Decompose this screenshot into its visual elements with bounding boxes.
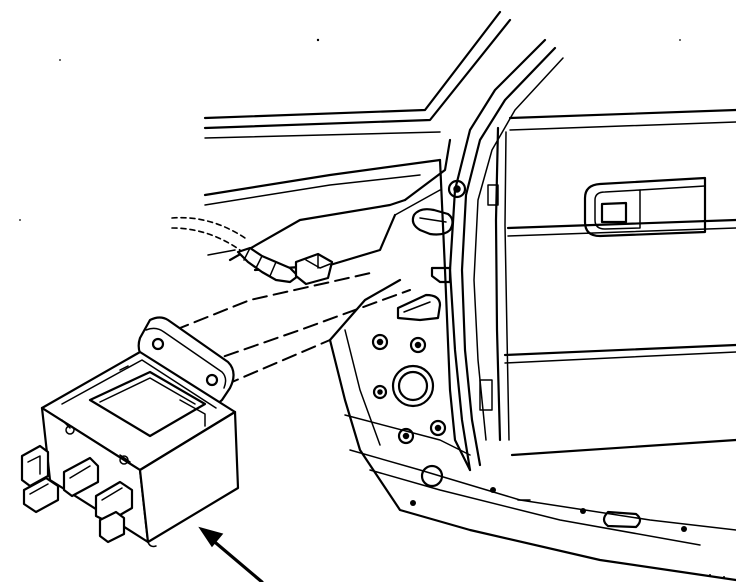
- door-frame: [203, 10, 564, 472]
- scan-speckle: [19, 38, 725, 578]
- door-handle: [583, 176, 707, 238]
- relay-terminals: [20, 444, 134, 544]
- door-panel: [503, 108, 736, 457]
- pointer-arrow: [198, 526, 264, 582]
- dash-panel: [203, 138, 736, 582]
- wiring-harness-connector: [171, 216, 334, 286]
- alignment-lines: [174, 271, 411, 386]
- panel-holes: [371, 179, 687, 532]
